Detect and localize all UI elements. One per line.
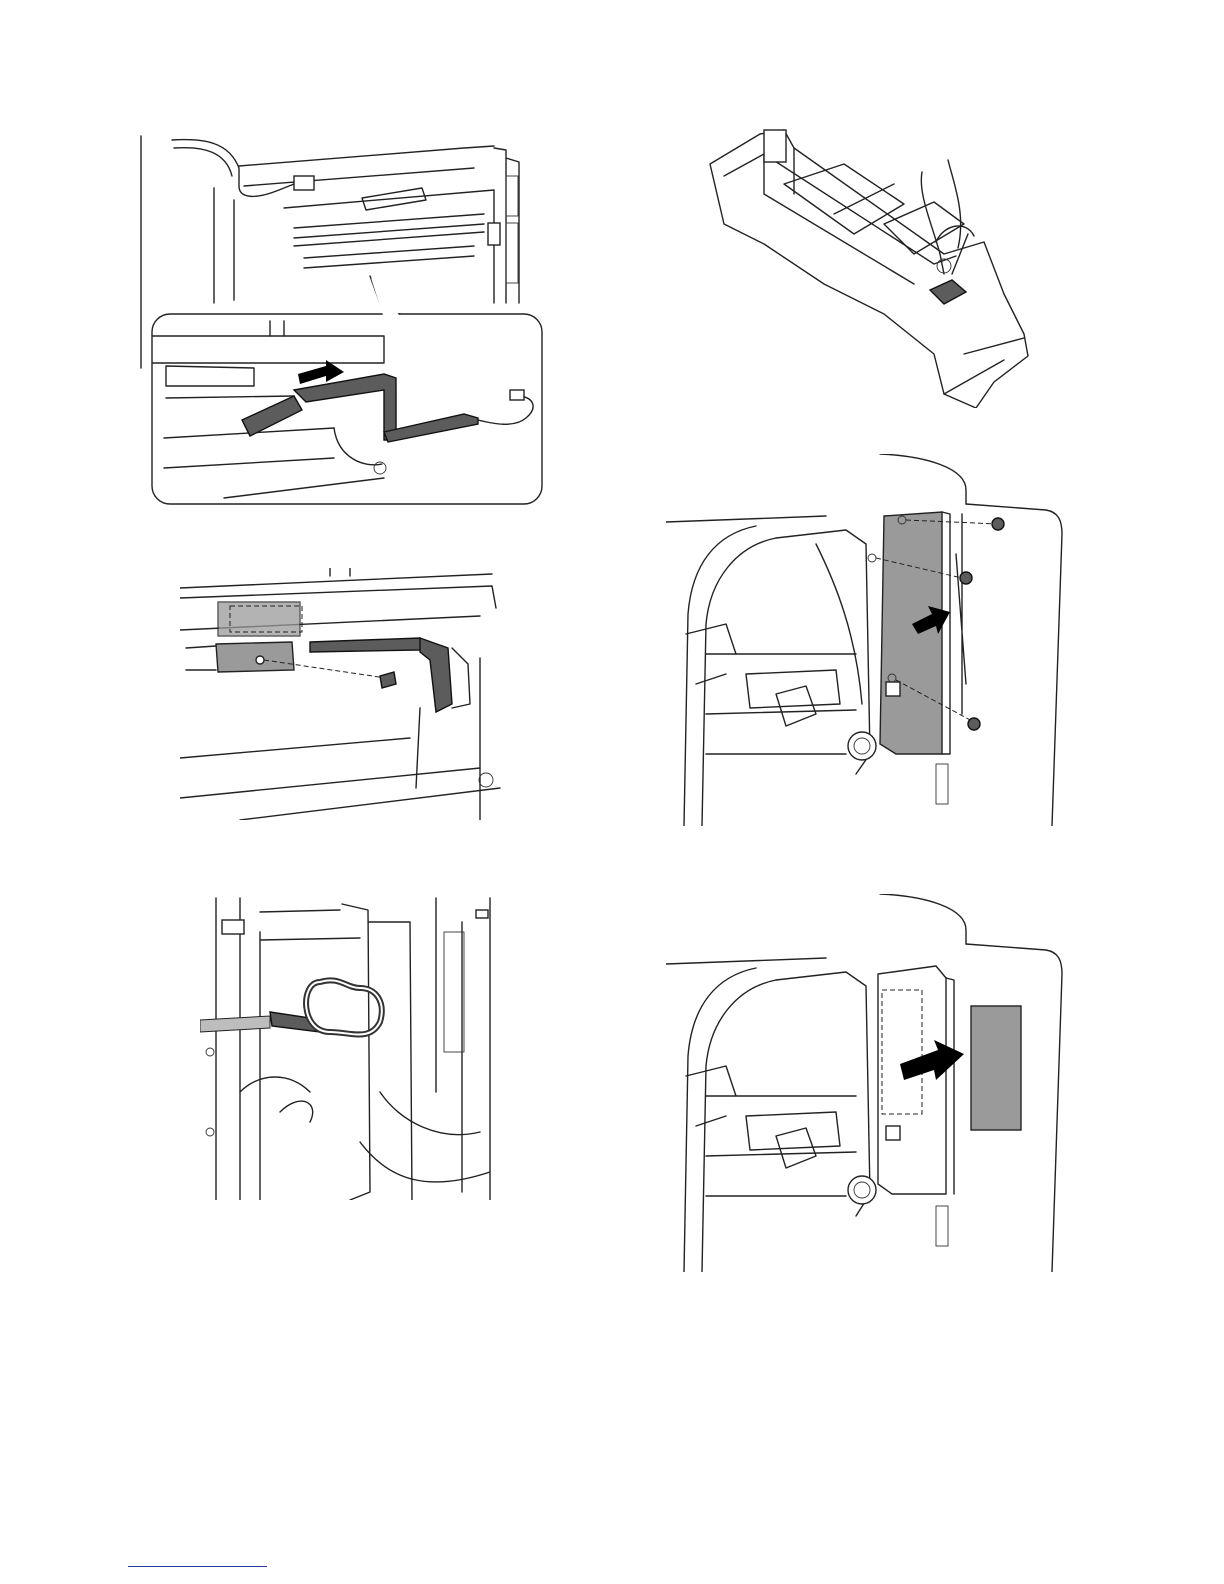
figure-cover-bracket-screws	[666, 454, 1068, 826]
machine-overview-illustration	[134, 128, 546, 506]
figure-bracket-screw	[180, 568, 508, 820]
duct-part-illustration	[704, 124, 1038, 408]
figure-machine-overview	[134, 128, 546, 506]
bracket-screw-illustration	[180, 568, 508, 820]
cover-bracket-screws-illustration	[666, 454, 1068, 826]
figure-cover-bracket-install	[666, 894, 1068, 1272]
harness-routing-illustration	[200, 892, 500, 1200]
figure-harness-routing	[200, 892, 500, 1200]
figure-duct-part	[704, 124, 1038, 408]
cover-bracket-install-illustration	[666, 894, 1068, 1272]
footnote-rule	[128, 1566, 267, 1567]
